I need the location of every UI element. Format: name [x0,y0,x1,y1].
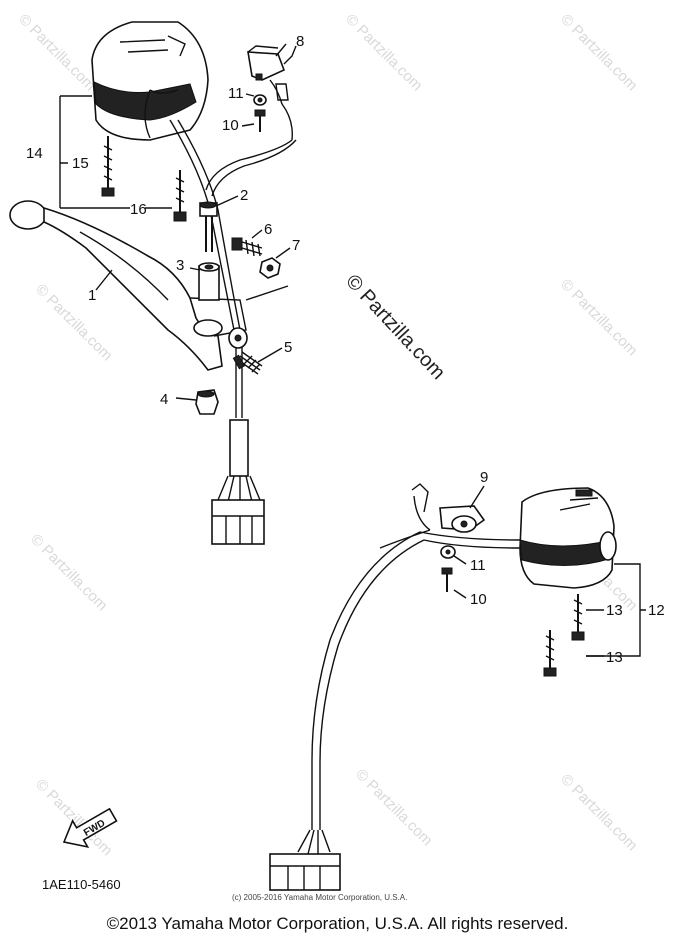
callout-10-right: 10 [470,591,487,608]
watermark: © Partzilla.com [15,11,98,94]
screw-13-upper [571,594,585,641]
screw-13-lower [543,630,557,677]
bracket-12 [586,563,646,657]
brake-light-switch-8 [247,45,297,141]
brake-light-switch-9 [411,483,486,533]
callout-11-left: 11 [228,85,244,102]
callout-7: 7 [292,237,300,254]
watermark: © Partzilla.com [32,281,115,364]
callout-leaders [95,43,604,657]
small-copyright: (c) 2005-2016 Yamaha Motor Corporation, … [232,893,408,902]
catalog-code: 1AE110-5460 [42,877,121,892]
callout-5: 5 [284,339,292,356]
watermark: © Partzilla.com [557,276,640,359]
callout-12: 12 [648,602,665,619]
screw-6 [231,237,263,257]
right-switch-cable [311,531,521,830]
watermark: © Partzilla.com [352,766,435,849]
footer-copyright: ©2013 Yamaha Motor Corporation, U.S.A. A… [106,914,569,933]
callout-3: 3 [176,257,184,274]
screw-10-left [254,109,266,132]
callout-14: 14 [26,145,43,162]
watermark: © Partzilla.com [27,531,110,614]
callout-numbers: 8 11 10 14 15 16 2 6 7 3 1 5 4 9 11 10 1… [26,33,665,666]
screw-16 [173,170,187,222]
callout-13-upper: 13 [606,602,623,619]
center-watermark: © Partzilla.com [341,270,449,384]
right-connector [269,829,341,891]
cap-4 [195,389,219,415]
nut-11-left [253,94,267,106]
screw-10-right [441,567,453,592]
left-switch-housing [91,21,209,141]
callout-1: 1 [88,287,96,304]
callout-16: 16 [130,201,147,218]
callout-6: 6 [264,221,272,238]
callout-10-left: 10 [222,117,239,134]
nut-11-right [440,545,456,559]
clutch-lever-1 [9,200,289,371]
callout-15: 15 [72,155,89,172]
callout-13-lower: 13 [606,649,623,666]
callout-11-right: 11 [470,557,486,574]
pivot-bolt-2 [199,201,218,252]
callout-2: 2 [240,187,248,204]
watermark: © Partzilla.com [557,771,640,854]
adjuster-screw-5 [232,351,263,375]
screw-15 [101,136,115,197]
nut-7 [259,257,281,279]
right-switch-housing [519,487,617,589]
left-connector [211,419,265,545]
collar-3 [198,262,220,301]
bracket-14 [59,95,172,209]
callout-9: 9 [480,469,488,486]
callout-4: 4 [160,391,168,408]
watermark: © Partzilla.com [342,11,425,94]
callout-8: 8 [296,33,304,50]
watermark: © Partzilla.com [557,11,640,94]
